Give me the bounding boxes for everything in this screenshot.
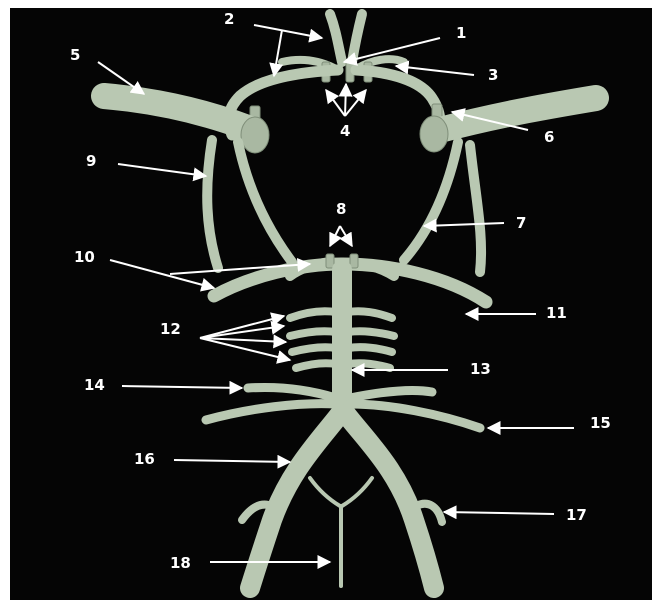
label-3: 3 [488,66,498,84]
label-15: 15 [590,414,611,432]
label-9: 9 [86,152,96,170]
label-4: 4 [340,122,350,140]
label-7: 7 [516,214,526,232]
label-18: 18 [170,554,191,572]
label-5: 5 [70,46,80,64]
label-11: 11 [546,304,567,322]
label-16: 16 [134,450,155,468]
label-1: 1 [456,24,466,42]
label-17: 17 [566,506,587,524]
label-10: 10 [74,248,95,266]
label-2: 2 [224,10,234,28]
label-6: 6 [544,128,554,146]
label-12: 12 [160,320,181,338]
label-13: 13 [470,360,491,378]
label-8: 8 [336,200,346,218]
label-14: 14 [84,376,105,394]
